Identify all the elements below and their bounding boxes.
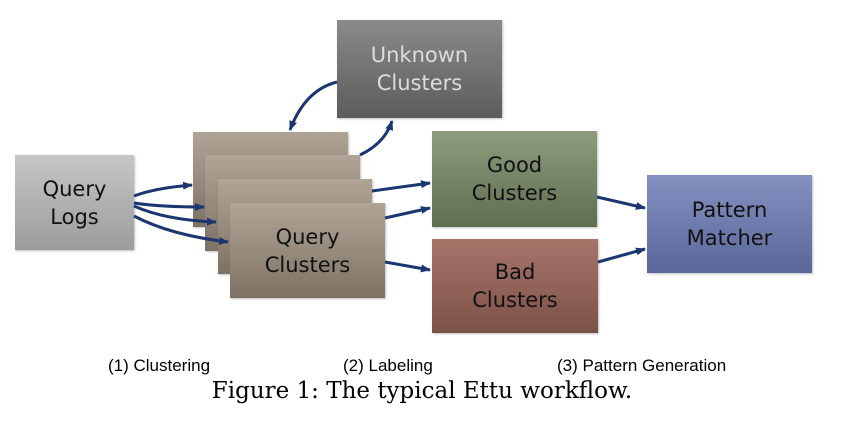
stage-label-clustering: (1) Clustering: [108, 356, 211, 375]
stage-label-labeling: (2) Labeling: [343, 356, 433, 375]
query-logs-node: Query Logs: [15, 155, 134, 250]
arrow-bad-to-pattern: [597, 247, 646, 264]
arrow-good-to-pattern: [596, 195, 646, 210]
unknown-clusters-node: Unknown Clusters: [337, 20, 502, 118]
arrow-cluster4-to-good: [384, 206, 431, 220]
query-clusters-node: Query Clusters: [230, 203, 385, 298]
arrow-logs-to-cluster-4: [133, 214, 229, 245]
arrow-logs-to-cluster-1: [133, 181, 193, 198]
arrow-unknown-to-clusters: [288, 80, 338, 131]
arrow-cluster4-to-bad: [384, 260, 431, 273]
arrow-cluster3-to-good: [371, 180, 431, 193]
pattern-matcher-node: Pattern Matcher: [647, 175, 812, 273]
bad-clusters-node: Bad Clusters: [432, 239, 598, 333]
stage-label-pattern-generation: (3) Pattern Generation: [557, 356, 727, 375]
good-clusters-node: Good Clusters: [432, 131, 597, 227]
figure-caption: Figure 1: The typical Ettu workflow.: [211, 378, 633, 404]
arrow-logs-to-cluster-2: [133, 201, 205, 211]
arrow-logs-to-cluster-3: [133, 204, 217, 226]
arrow-clusters-to-unknown: [359, 120, 394, 157]
